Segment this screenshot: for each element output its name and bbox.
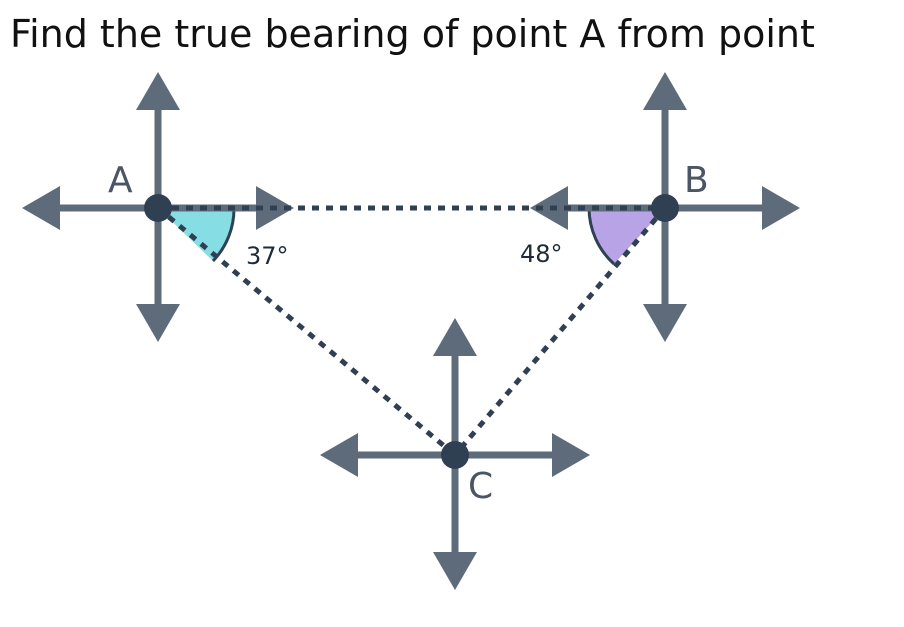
angle-a-label: 37° [246, 242, 289, 270]
angle-sector-a [158, 208, 235, 261]
compass-b-south-arrow [643, 304, 687, 342]
compass-c-east-arrow [552, 433, 590, 477]
angle-sector-b [589, 208, 665, 264]
point-c-label: C [468, 466, 493, 507]
compass-c-south-arrow [433, 552, 477, 590]
compass-c-west-arrow [320, 433, 358, 477]
line-ac [156, 206, 457, 457]
compass-a-west-arrow [22, 186, 60, 230]
point-b-label: B [684, 160, 709, 201]
compass-a-south-arrow [136, 304, 180, 342]
compass-a-north-arrow [136, 72, 180, 110]
compass-b-west-arrow [530, 186, 568, 230]
compass-c-north-arrow [433, 318, 477, 356]
line-bc [453, 206, 667, 457]
point-c-dot [441, 441, 469, 469]
question-text: Find the true bearing of point A from po… [10, 12, 815, 56]
point-a-dot [144, 194, 172, 222]
angle-b-label: 48° [520, 240, 563, 268]
angle-sector-b-arc [587, 207, 616, 266]
point-b-dot [651, 194, 679, 222]
triangle-lines [156, 205, 667, 457]
point-a-label: A [108, 160, 133, 201]
compass-b-north-arrow [643, 72, 687, 110]
compass-b-east-arrow [762, 186, 800, 230]
